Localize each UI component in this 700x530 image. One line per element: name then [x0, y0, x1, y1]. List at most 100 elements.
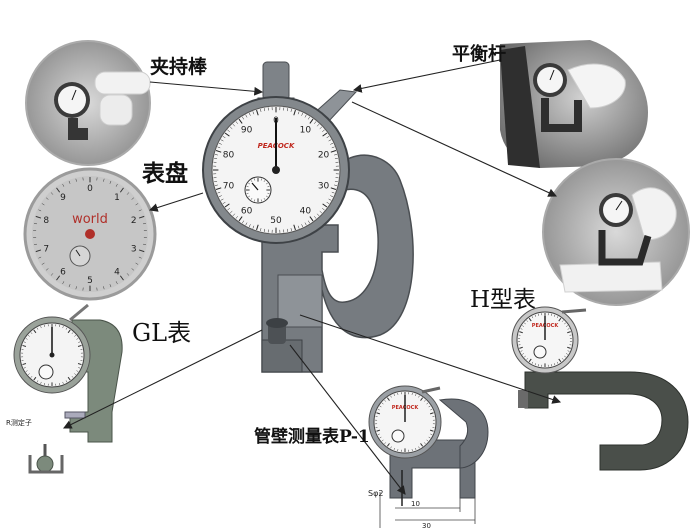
dial-tick	[242, 116, 245, 120]
label-balance-lever: 平衡杆	[452, 44, 506, 65]
dial-tick	[334, 180, 338, 183]
dial-tick	[252, 111, 255, 115]
dial-tick	[263, 180, 266, 183]
dial-tick	[307, 116, 310, 120]
dial-tick	[565, 353, 568, 355]
dial-tick	[301, 112, 304, 116]
dial-tick	[334, 154, 338, 156]
dial-tick	[415, 447, 417, 450]
dial-tick	[430, 433, 433, 435]
dial-tick	[235, 121, 238, 124]
gl-gauge: R测定子	[6, 303, 123, 474]
dial-tick	[567, 346, 571, 349]
dial-tick	[316, 123, 320, 127]
dial-tick	[103, 286, 105, 290]
dial-tick	[260, 228, 262, 232]
dial-tick	[246, 192, 249, 194]
dial-tick	[135, 262, 139, 265]
dial-tick	[218, 195, 222, 198]
dial-tick	[232, 123, 236, 127]
label-clamp-handle: 夹持棒	[150, 56, 208, 78]
dial-tick	[250, 180, 253, 183]
dial-tick	[56, 275, 61, 281]
dial-tick	[328, 198, 332, 201]
dial-tick	[27, 373, 30, 375]
dial-tick	[528, 317, 532, 322]
dial-tick	[135, 203, 139, 206]
dial-tick	[215, 150, 222, 153]
dial-tick	[309, 216, 314, 222]
main-gauge: 0102030405060708090 PEACOCK	[202, 61, 414, 373]
closeup-dial-number: 5	[87, 276, 93, 286]
label-gl-gauge: GL表	[132, 319, 192, 347]
dial-tick	[33, 243, 38, 245]
dial-tick	[522, 353, 525, 355]
dial-tick	[334, 157, 338, 160]
dial-tick	[265, 182, 268, 185]
dial-tick	[220, 198, 224, 201]
closeup-dial-number: 2	[131, 216, 137, 226]
dial-tick	[115, 183, 118, 187]
dial-tick	[519, 331, 523, 334]
dial-tick	[35, 249, 42, 253]
dial-tick	[25, 370, 28, 372]
dial-tick	[229, 126, 233, 130]
h-type-gauge: PEACOCK	[511, 306, 689, 471]
dial-tick	[429, 429, 434, 432]
dial-tick	[428, 436, 431, 439]
dial-tick	[103, 178, 105, 182]
dial-tick	[564, 322, 566, 325]
dial-tick	[71, 375, 74, 378]
dial-tick	[376, 412, 381, 415]
dial-tick	[227, 129, 230, 132]
closeup-dial-number: 9	[60, 193, 66, 203]
dial-tick	[217, 146, 221, 149]
dial-tick	[524, 355, 526, 358]
dial-tick	[426, 439, 429, 442]
callout-arrows	[63, 59, 562, 495]
dial-tick	[235, 216, 238, 219]
dial-tick	[309, 118, 314, 124]
dial-tick	[322, 132, 328, 137]
dial-tick	[76, 370, 79, 372]
dial-tick	[33, 223, 38, 225]
dial-tick	[561, 320, 564, 322]
dial-tick	[520, 350, 523, 352]
dial-tick	[267, 192, 270, 194]
dial-tick	[65, 327, 68, 330]
main-dial-number: 70	[223, 182, 235, 192]
arrow-lever-a	[352, 59, 501, 93]
dial-tick	[263, 108, 266, 112]
dial-tick	[119, 275, 124, 281]
dial-tick	[232, 213, 236, 217]
dial-tick	[50, 192, 54, 195]
dial-tick	[254, 178, 256, 181]
dial-tick	[260, 178, 262, 181]
dial-tick	[250, 197, 253, 200]
dial-tick	[77, 344, 82, 348]
dial-tick	[429, 412, 434, 415]
dial-tick	[304, 114, 307, 118]
dial-tick	[319, 210, 323, 214]
p1-dim-inner: 10	[411, 500, 420, 508]
dial-tick	[246, 186, 249, 188]
dial-tick	[68, 180, 71, 184]
dial-tick	[38, 256, 42, 259]
dial-tick	[40, 381, 42, 384]
dial-tick	[565, 325, 568, 327]
dial-tick	[377, 409, 380, 411]
dial-tick	[50, 273, 54, 276]
dial-tick	[23, 341, 26, 343]
main-dial-number: 30	[318, 182, 330, 192]
dial-tick	[35, 215, 42, 219]
dial-closeup-brand: world	[72, 212, 108, 227]
main-gauge-clamp-rod	[262, 61, 290, 101]
dial-tick	[126, 273, 130, 276]
dial-tick	[214, 157, 218, 160]
dial-tick	[252, 225, 255, 229]
dial-tick	[526, 320, 529, 322]
dial-tick	[254, 199, 256, 202]
p1-spec-label: Sφ2	[368, 489, 383, 498]
dial-tick	[423, 399, 426, 402]
